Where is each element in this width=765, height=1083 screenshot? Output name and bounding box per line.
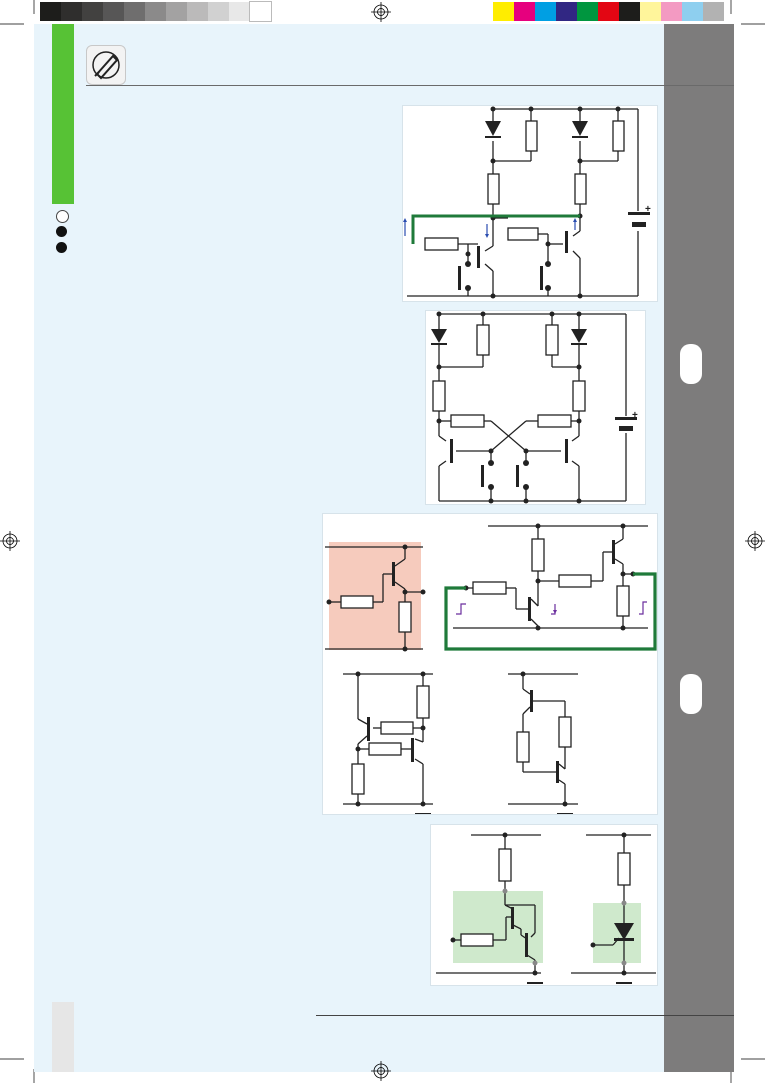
blue-swatch	[556, 2, 577, 21]
registration-target-icon	[370, 1060, 392, 1082]
gray-scale-bar	[40, 1, 272, 22]
gray-swatch	[82, 2, 103, 21]
red-swatch	[598, 2, 619, 21]
chapter-color-band	[52, 24, 74, 204]
circuit-transistor-stages-panel	[322, 513, 658, 815]
circuit-darlington-and-thyristor	[430, 824, 658, 986]
cyan-swatch	[535, 2, 556, 21]
battery-plus-sign: +	[632, 410, 638, 421]
gray-swatch	[124, 2, 145, 21]
gray-swatch	[703, 2, 724, 21]
lower-margin-strip	[52, 1002, 74, 1072]
gray-swatch	[103, 2, 124, 21]
light-yellow-swatch	[640, 2, 661, 21]
gray-swatch	[249, 1, 272, 22]
gray-swatch	[40, 2, 61, 21]
right-side-band	[664, 24, 734, 1072]
gray-swatch	[61, 2, 82, 21]
level-dot-filled	[56, 242, 67, 253]
thyristor-highlight	[593, 903, 641, 963]
pen-nib-icon	[86, 45, 126, 85]
level-dot-filled	[56, 226, 67, 237]
registration-target-icon	[744, 530, 765, 552]
black-swatch	[619, 2, 640, 21]
gray-swatch	[208, 2, 229, 21]
registration-target-icon	[0, 530, 21, 552]
gray-swatch	[229, 2, 250, 21]
level-dot-empty	[56, 210, 69, 223]
gray-swatch	[145, 2, 166, 21]
footer-rule	[316, 1015, 734, 1016]
green-swatch	[577, 2, 598, 21]
pink-swatch	[661, 2, 682, 21]
header-rule	[86, 85, 734, 86]
side-tab-upper	[680, 344, 702, 384]
registration-target-icon	[370, 1, 392, 23]
battery-plus-sign: +	[645, 204, 651, 215]
yellow-swatch	[493, 2, 514, 21]
circuit-two-led-push-buttons: +	[402, 105, 658, 302]
gray-swatch	[166, 2, 187, 21]
darlington-highlight	[453, 891, 543, 963]
magenta-swatch	[514, 2, 535, 21]
process-color-bar	[493, 2, 725, 21]
side-tab-lower	[680, 674, 702, 714]
light-cyan-swatch	[682, 2, 703, 21]
circuit-cross-coupled-flipflop: +	[425, 310, 646, 505]
gray-swatch	[187, 2, 208, 21]
